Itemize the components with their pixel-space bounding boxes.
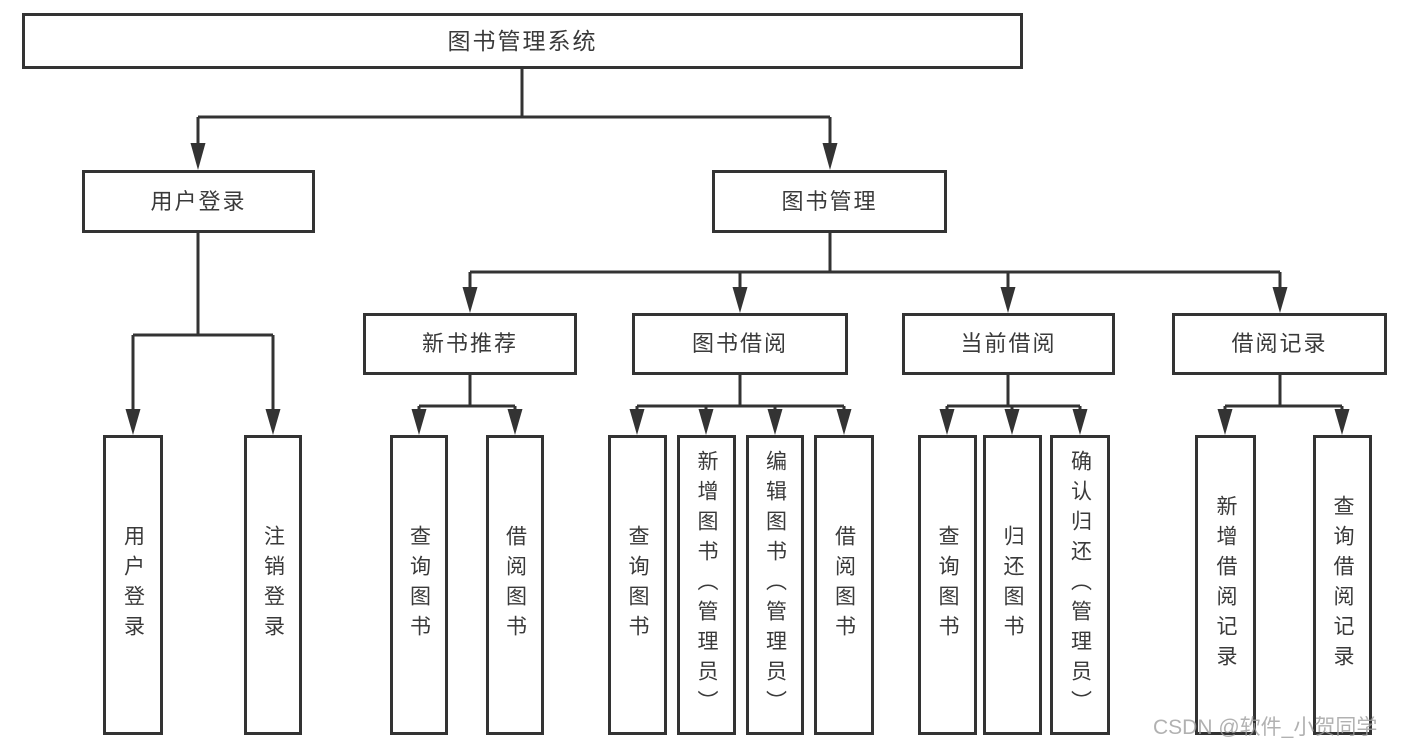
node-label: 新书推荐: [421, 331, 518, 356]
arrowhead: [1334, 409, 1350, 435]
leaf-borrow-add-books-admin: 新增图书（管理员）: [677, 435, 736, 735]
arrowhead: [1004, 409, 1020, 435]
arrowhead: [767, 409, 783, 435]
arrowhead: [411, 409, 427, 435]
leaf-label: 查询图书: [626, 525, 649, 645]
node-label: 图书管理: [781, 188, 878, 214]
node-label: 图书管理系统: [447, 27, 598, 54]
leaf-label: 查询图书: [936, 525, 959, 645]
arrowhead: [190, 143, 206, 170]
leaf-user-login: 用户登录: [103, 435, 163, 735]
arrowhead: [1272, 287, 1288, 313]
arrowhead: [939, 409, 955, 435]
leaf-label: 用户登录: [121, 525, 145, 645]
leaf-label: 借阅图书: [503, 525, 527, 645]
node-book-borrow: 图书借阅: [632, 313, 848, 375]
leaf-borrow-query-books: 查询图书: [608, 435, 667, 735]
arrowhead: [698, 409, 714, 435]
leaf-label: 查询借阅记录: [1331, 495, 1354, 675]
leaf-label: 编辑图书（管理员）: [763, 450, 787, 720]
leaf-label: 确认归还（管理员）: [1068, 450, 1092, 720]
leaf-label: 注销登录: [261, 525, 285, 645]
arrowhead: [732, 287, 748, 313]
leaf-recommend-query-books: 查询图书: [390, 435, 448, 735]
leaf-borrow-edit-books-admin: 编辑图书（管理员）: [746, 435, 804, 735]
node-label: 借阅记录: [1231, 331, 1328, 356]
node-library-management-system: 图书管理系统: [22, 13, 1023, 69]
leaf-label: 归还图书: [1001, 525, 1024, 645]
node-new-book-recommend: 新书推荐: [363, 313, 577, 375]
node-label: 当前借阅: [960, 331, 1057, 356]
leaf-label: 查询图书: [407, 525, 431, 645]
arrowhead: [822, 143, 838, 170]
node-label: 图书借阅: [691, 331, 788, 356]
arrowhead: [125, 409, 141, 435]
arrowhead: [629, 409, 645, 435]
node-user-login: 用户登录: [82, 170, 315, 233]
arrowhead: [265, 409, 281, 435]
leaf-logout-login: 注销登录: [244, 435, 302, 735]
arrowhead: [836, 409, 852, 435]
arrowhead: [1072, 409, 1088, 435]
leaf-label: 新增借阅记录: [1214, 495, 1237, 675]
arrowhead: [507, 409, 523, 435]
leaf-label: 借阅图书: [832, 525, 856, 645]
leaf-current-query-books: 查询图书: [918, 435, 977, 735]
node-borrow-records: 借阅记录: [1172, 313, 1387, 375]
arrowhead: [1217, 409, 1233, 435]
leaf-recommend-borrow-books: 借阅图书: [486, 435, 544, 735]
node-label: 用户登录: [150, 188, 247, 214]
node-current-borrow: 当前借阅: [902, 313, 1115, 375]
csdn-watermark: CSDN @软件_小贺同学: [1153, 716, 1378, 739]
leaf-borrow-borrow-books: 借阅图书: [814, 435, 874, 735]
leaf-records-query-record: 查询借阅记录: [1313, 435, 1372, 735]
arrowhead: [1000, 287, 1016, 313]
leaf-current-return-books: 归还图书: [983, 435, 1042, 735]
leaf-label: 新增图书（管理员）: [695, 450, 718, 720]
node-book-management: 图书管理: [712, 170, 947, 233]
leaf-current-confirm-return-admin: 确认归还（管理员）: [1050, 435, 1110, 735]
arrowhead: [462, 287, 478, 313]
leaf-records-add-record: 新增借阅记录: [1195, 435, 1256, 735]
